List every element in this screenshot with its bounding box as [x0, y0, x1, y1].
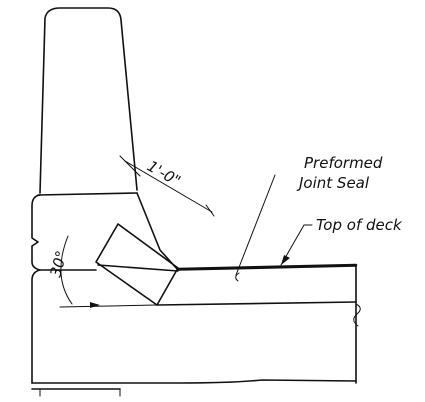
slab-break-mark	[353, 303, 361, 327]
angle-arc	[60, 235, 73, 305]
seal-line-lower	[97, 264, 179, 272]
angle-arrowhead	[90, 302, 100, 308]
deck-callout: Top of deck	[280, 216, 403, 266]
angle-annotation: 30°	[46, 235, 157, 308]
deck-slab	[31, 265, 361, 397]
dimension-label: 1'-0"	[144, 157, 184, 190]
barrier-top-section	[39, 7, 138, 194]
barrier-left-edge	[31, 194, 41, 384]
rotated-block	[95, 223, 179, 306]
seal-label-line1: Preformed	[304, 154, 383, 172]
seal-line-top	[176, 263, 358, 271]
seal-callout: Preformed Joint Seal	[235, 154, 383, 282]
barrier-face-lower	[136, 192, 179, 271]
joint-seal	[97, 263, 358, 272]
angle-label: 30°	[46, 249, 70, 279]
dimension-extension-left	[119, 155, 141, 177]
deck-leader-arrowhead	[281, 255, 290, 265]
angle-reference-line	[59, 304, 157, 308]
dimension-line	[124, 160, 213, 213]
seal-label-line2: Joint Seal	[296, 174, 370, 192]
seal-leader-end	[235, 272, 240, 282]
slab-bottom-line	[31, 379, 357, 384]
seal-leader-line	[235, 174, 276, 276]
barrier-outline	[31, 7, 179, 384]
barrier-joint-upper	[37, 192, 138, 196]
dimension-extension-right	[205, 204, 215, 217]
slab-step-line	[156, 301, 357, 306]
deck-label: Top of deck	[316, 216, 403, 234]
